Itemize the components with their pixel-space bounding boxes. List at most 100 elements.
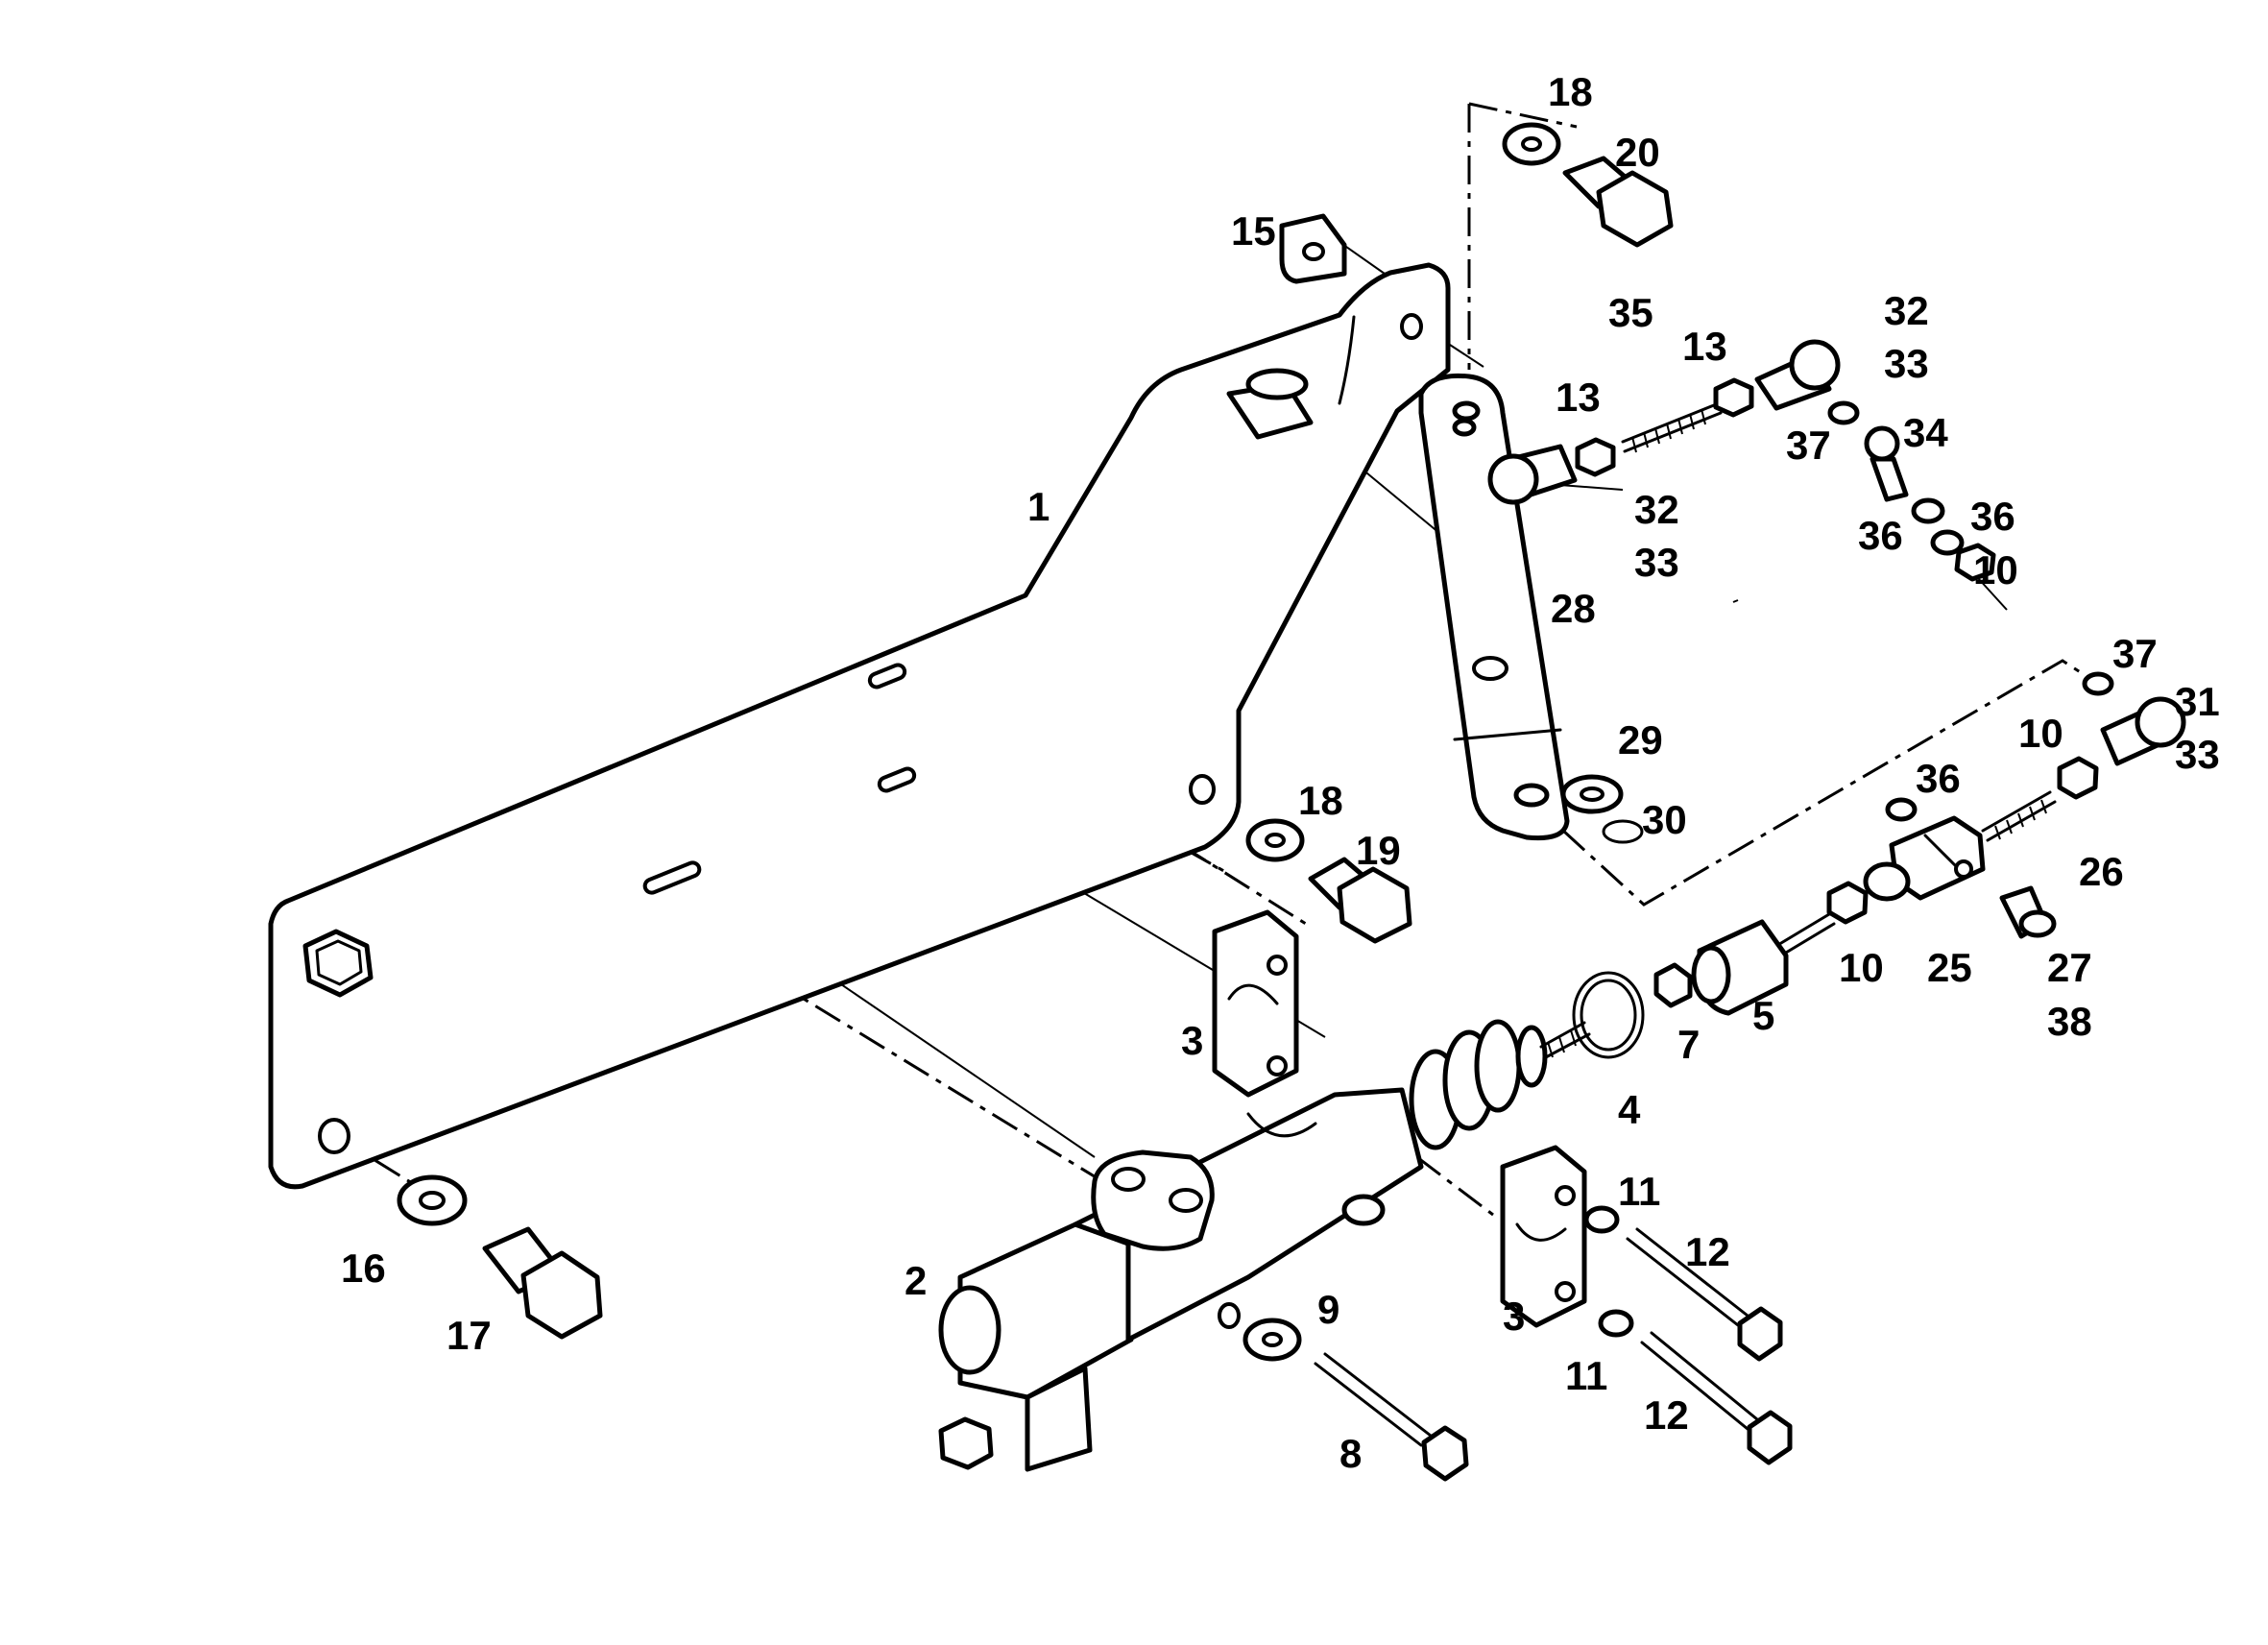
ball-socket-ball	[1487, 453, 1539, 505]
callout-label: 15	[1231, 208, 1276, 254]
callout-label: 18	[1298, 778, 1343, 823]
callout-label: 34	[1903, 410, 1948, 455]
ball-socket-ball	[2135, 696, 2186, 748]
slot-hole	[642, 860, 702, 895]
callout-label: 33	[1634, 540, 1679, 585]
cylinder-body	[938, 1019, 1591, 1472]
clamp-block-lower	[1500, 1145, 1587, 1328]
washer	[1583, 1205, 1620, 1234]
callout-label: 31	[2175, 679, 2220, 724]
nut	[1653, 962, 1693, 1008]
callout-label: 37	[1786, 423, 1831, 468]
pin-head	[1245, 368, 1309, 400]
bolt-head	[1737, 1306, 1783, 1362]
washer	[1827, 400, 1860, 425]
callout-label: 2	[905, 1258, 927, 1303]
nut	[1575, 437, 1616, 477]
nut-plate	[1279, 213, 1347, 284]
ball-socket-ball	[1789, 339, 1841, 391]
callout-label: 29	[1618, 717, 1663, 762]
washer	[1911, 497, 1945, 524]
o-ring	[1572, 971, 1645, 1059]
bracket-plate	[268, 262, 1451, 1190]
washer	[1930, 529, 1965, 556]
callout-label: 33	[2175, 732, 2220, 777]
callout-label: 3	[1503, 1294, 1525, 1339]
callout-label: 18	[1548, 69, 1593, 114]
callout-label: 38	[2047, 999, 2092, 1044]
callout-label: 17	[446, 1313, 492, 1358]
callout-label: 35	[1608, 290, 1653, 335]
washer	[1598, 1309, 1634, 1338]
left-bolt-group	[397, 1174, 603, 1340]
bolt-head	[1421, 1425, 1469, 1482]
callout-label: 30	[1642, 797, 1687, 842]
callout-label: 37	[2112, 631, 2158, 676]
hex-plug	[938, 1416, 994, 1470]
nut	[1713, 377, 1754, 418]
upper-rod-assembly	[1487, 339, 1996, 582]
slot-hole	[877, 766, 917, 793]
mount-hole	[318, 1118, 350, 1154]
callout-label: 25	[1927, 945, 1972, 990]
bolt-head	[1747, 1410, 1793, 1465]
callout-label: 28	[1551, 586, 1596, 631]
callout-label: 1	[1027, 484, 1050, 529]
callout-label: 16	[341, 1246, 386, 1291]
center-bolt-group	[1245, 818, 1412, 944]
washer-oring	[1560, 774, 1644, 844]
callout-label: 4	[1618, 1087, 1641, 1132]
clamp-block-upper	[1212, 909, 1299, 1098]
lever-hole	[1472, 656, 1508, 681]
bolt-head	[520, 1250, 603, 1340]
callout-label: 7	[1677, 1022, 1700, 1067]
cylinder-cap	[938, 1285, 1001, 1375]
bolt-head	[1337, 866, 1412, 944]
callout-label: 11	[1565, 1353, 1607, 1398]
callout-label: 3	[1181, 1018, 1203, 1063]
long-bolts-12	[1583, 1205, 1793, 1465]
slot-hole	[867, 663, 907, 689]
boot-bellow	[1474, 1019, 1522, 1113]
callout-label: 26	[2079, 849, 2124, 894]
washer	[2082, 671, 2114, 696]
callout-label: 5	[1752, 993, 1774, 1038]
callout-label: 36	[1858, 513, 1903, 558]
ball-stud	[1864, 425, 1900, 462]
callout-label: 36	[1970, 494, 2015, 539]
ball-stud-shank	[1870, 456, 1909, 502]
callout-label: 19	[1356, 828, 1401, 873]
center-adjuster	[1572, 881, 1869, 1059]
callout-label: 32	[1884, 288, 1929, 333]
mount-hole	[1189, 774, 1216, 805]
lever-stud-base	[1452, 418, 1477, 437]
cylinder-tube	[1073, 1087, 1424, 1343]
callout-label: 10	[2018, 711, 2063, 756]
top-bolt-group	[1502, 122, 1674, 248]
callout-label: 33	[1884, 341, 1929, 386]
nut	[1954, 543, 1996, 582]
callout-label: 10	[1973, 547, 2018, 593]
callout-label: 10	[1839, 945, 1884, 990]
lever-arm	[1418, 373, 1570, 841]
callout-label: 32	[1634, 487, 1679, 532]
o-ring	[1602, 819, 1644, 844]
lever-stud	[1452, 400, 1481, 422]
lever-pin	[1513, 783, 1550, 808]
callout-label: 20	[1615, 130, 1660, 175]
right-rod-assembly	[1863, 671, 2186, 939]
clevis-end	[1863, 861, 1911, 902]
callout-labels: 1 2 3 3 4 5 7 8 9 10 10 10 11 11 12 12 1…	[341, 69, 2220, 1476]
bolt-head	[1596, 170, 1674, 248]
nut	[1826, 881, 1869, 925]
callout-label: 8	[1339, 1431, 1362, 1476]
callout-label: 27	[2047, 945, 2092, 990]
callout-label: 12	[1685, 1229, 1730, 1274]
callout-label: 11	[1618, 1169, 1660, 1214]
washer	[1885, 797, 1918, 822]
callout-label: 9	[1317, 1287, 1339, 1332]
callout-label: 13	[1682, 324, 1727, 369]
nut	[2057, 756, 2099, 800]
callout-label: 36	[1916, 756, 1961, 801]
mount-hole	[1400, 313, 1423, 340]
